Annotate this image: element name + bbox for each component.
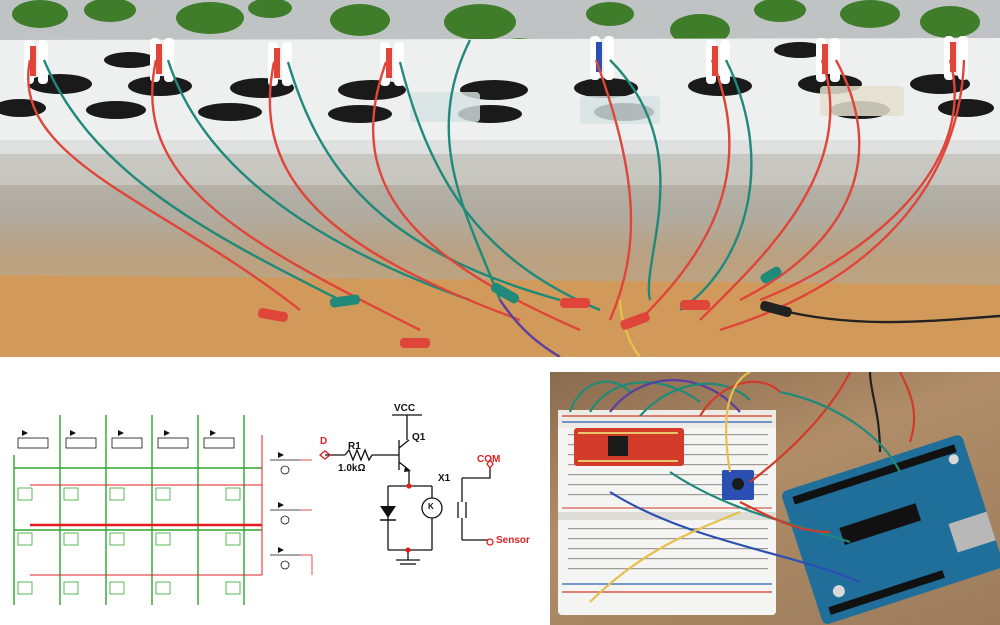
r1-label: R1 [348, 441, 361, 452]
relay-column [270, 459, 300, 570]
jumper-wires [568, 372, 916, 603]
q1-label: Q1 [412, 432, 426, 443]
r1-value-label: 1.0kΩ [338, 463, 366, 474]
circuit-schematic: VCC Q1 D R1 1.0kΩ X1 COM Sensor K [0, 360, 548, 625]
sensor-label: Sensor [496, 535, 530, 546]
matrix-cells [17, 487, 241, 595]
alligator-clips [257, 266, 792, 348]
relay-symbol-label: K [428, 502, 434, 511]
breadboard-arduino-photo [550, 372, 1000, 625]
schematic-drawing [13, 414, 494, 605]
sensor-wires [27, 39, 1000, 357]
com-label: COM [477, 454, 501, 465]
x1-label: X1 [438, 473, 451, 484]
arduino-board [782, 435, 1000, 624]
mux-breakout [574, 428, 684, 466]
sensor-matrix-red [30, 435, 263, 576]
vcc-label: VCC [394, 403, 416, 414]
driver-circuit [325, 414, 491, 565]
sensor-matrix-green [13, 415, 262, 605]
hydroponic-planter-photo [0, 0, 1000, 357]
breadboard-illustration [558, 372, 1000, 624]
d-label: D [320, 436, 328, 447]
planter-illustration [0, 0, 1000, 357]
